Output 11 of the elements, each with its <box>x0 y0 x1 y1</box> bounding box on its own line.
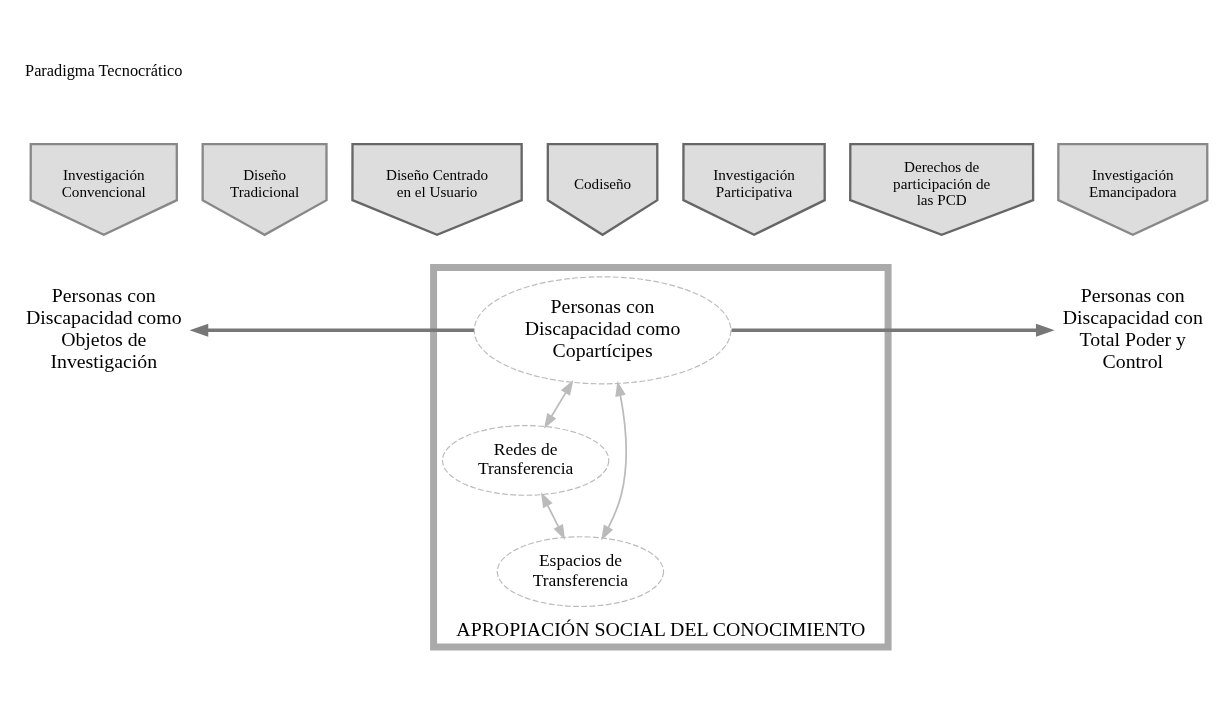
arrow <box>601 380 628 540</box>
label: Paradigma Tecnocrático <box>25 60 183 80</box>
arrow <box>541 491 566 540</box>
node-text: Personas con Discapacidad con Total Poder y Control <box>1062 283 1203 372</box>
node-text: Personas con Discapacidad como Objetos de Investigación <box>25 283 182 372</box>
arrow <box>731 323 1055 337</box>
node-ellipse: Redes de Transferencia <box>441 424 610 496</box>
arrow <box>543 379 574 429</box>
arrow <box>189 323 474 337</box>
node-ellipse: Espacios de Transferencia <box>496 535 665 607</box>
node-ellipse: Personas con Discapacidad como Copartícipes <box>473 275 732 384</box>
